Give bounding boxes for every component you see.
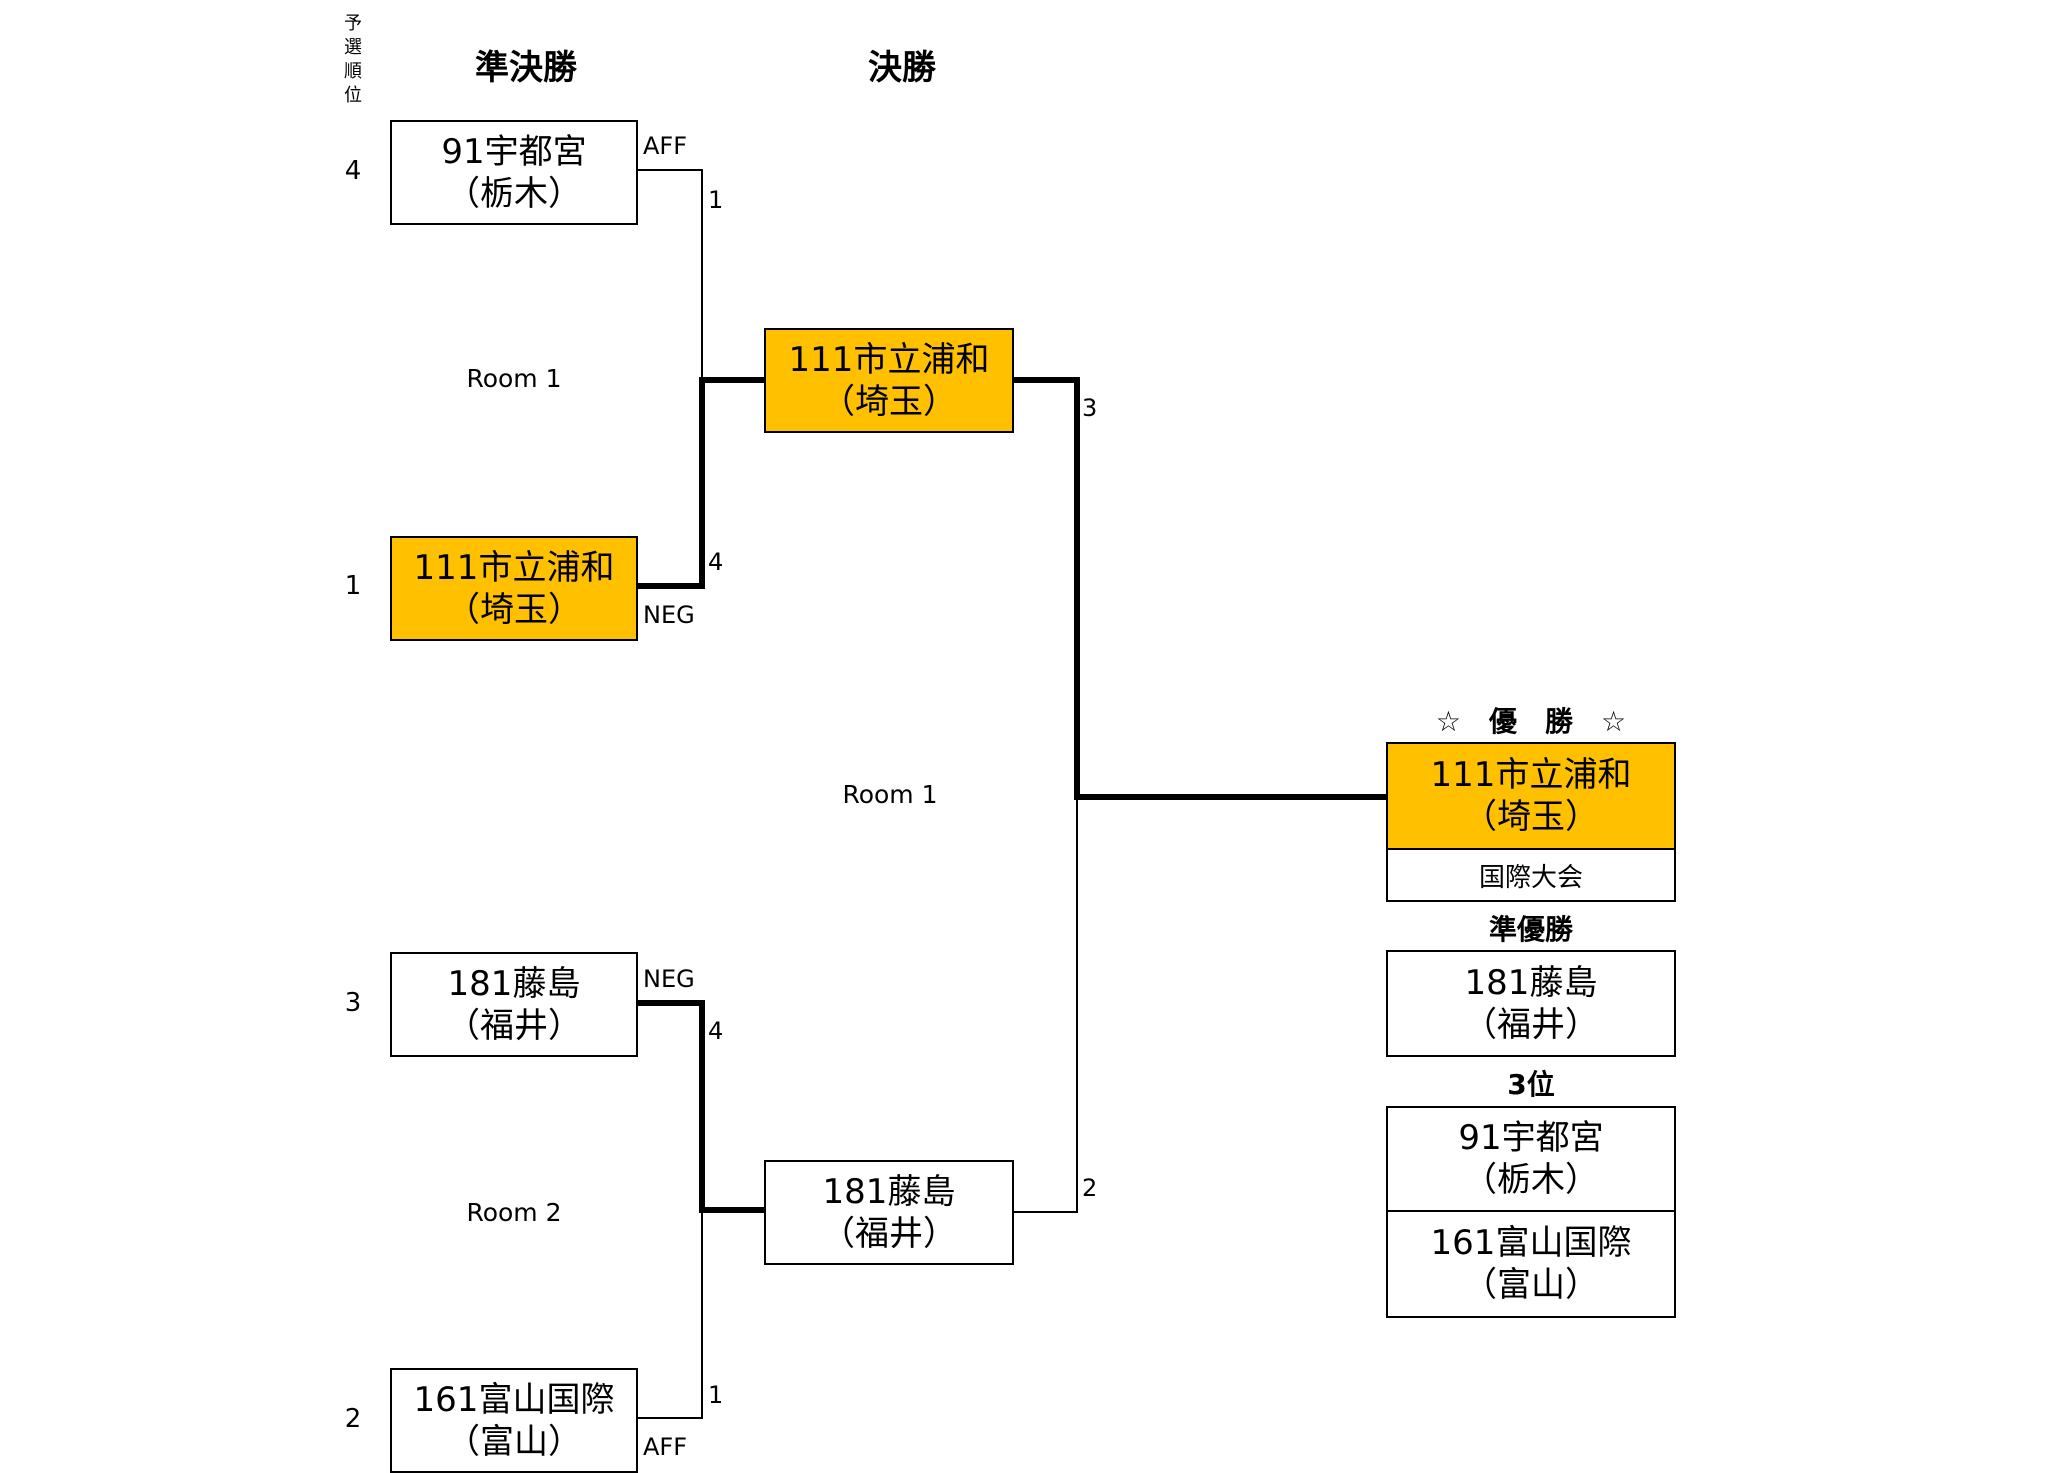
team-prefecture: （福井） xyxy=(821,1213,957,1254)
room-label: Room 2 xyxy=(466,1198,562,1227)
team-name: 181藤島 xyxy=(1464,962,1598,1003)
team-name: 181藤島 xyxy=(822,1171,956,1212)
score-label: 2 xyxy=(1082,1174,1098,1202)
runner-up-box: 181藤島 （福井） xyxy=(1386,950,1676,1057)
room-label: Room 1 xyxy=(842,780,938,809)
semifinal-team-box: 161富山国際 （富山） xyxy=(390,1368,638,1473)
team-prefecture: （富山） xyxy=(446,1421,582,1462)
semifinal-team-box: 181藤島 （福井） xyxy=(390,952,638,1057)
bracket-line-semi2-winner xyxy=(634,1000,766,1213)
team-name: 91宇都宮 xyxy=(1458,1118,1604,1158)
third-place-label: 3位 xyxy=(1507,1068,1555,1101)
champion-label: ☆ 優 勝 ☆ xyxy=(1435,705,1627,738)
room-label: Room 1 xyxy=(466,364,562,393)
bracket-line-final-winner xyxy=(1014,377,1390,800)
bracket-line-semi1-loser xyxy=(634,169,703,380)
third-place-box: 91宇都宮 （栃木） xyxy=(1386,1106,1676,1212)
team-prefecture: （埼玉） xyxy=(446,589,582,630)
team-name: 111市立浦和 xyxy=(413,547,615,588)
seed-rank: 1 xyxy=(344,571,362,601)
seed-heading: 予選順位 xyxy=(344,13,362,106)
team-prefecture: （栃木） xyxy=(446,173,582,214)
seed-rank: 2 xyxy=(344,1404,362,1434)
third-place-box: 161富山国際 （富山） xyxy=(1386,1210,1676,1318)
seed-rank: 3 xyxy=(344,988,362,1018)
team-name: 161富山国際 xyxy=(1430,1223,1632,1263)
semifinal-heading: 準決勝 xyxy=(475,48,577,88)
runner-up-label: 準優勝 xyxy=(1488,913,1573,946)
score-label: 1 xyxy=(708,1381,724,1409)
score-label: 1 xyxy=(708,186,724,214)
side-label: NEG xyxy=(643,601,695,629)
final-team-box: 181藤島 （福井） xyxy=(764,1160,1014,1265)
score-label: 4 xyxy=(708,1017,724,1045)
semifinal-team-box: 91宇都宮 （栃木） xyxy=(390,120,638,225)
semifinal-team-box-winner: 111市立浦和 （埼玉） xyxy=(390,536,638,641)
team-prefecture: （福井） xyxy=(1463,1004,1599,1045)
team-prefecture: （富山） xyxy=(1463,1265,1599,1305)
team-prefecture: （福井） xyxy=(446,1005,582,1046)
team-name: 111市立浦和 xyxy=(788,339,990,380)
side-label: NEG xyxy=(643,965,695,993)
team-prefecture: （埼玉） xyxy=(1463,797,1599,837)
score-label: 4 xyxy=(708,548,724,576)
team-prefecture: （栃木） xyxy=(1463,1160,1599,1200)
side-label: AFF xyxy=(643,1433,688,1461)
seed-rank: 4 xyxy=(344,156,362,186)
bracket-line-semi2-loser xyxy=(634,1210,703,1419)
champion-note: 国際大会 xyxy=(1386,850,1676,902)
team-name: 111市立浦和 xyxy=(1430,755,1632,795)
score-label: 3 xyxy=(1082,394,1098,422)
bracket-line-semi1-winner xyxy=(634,377,766,589)
team-name: 91宇都宮 xyxy=(441,131,587,172)
champion-box: 111市立浦和 （埼玉） xyxy=(1386,742,1676,850)
final-heading: 決勝 xyxy=(868,48,936,88)
team-name: 181藤島 xyxy=(447,963,581,1004)
team-prefecture: （埼玉） xyxy=(821,381,957,422)
bracket-line-final-loser xyxy=(1014,797,1078,1213)
final-team-box-winner: 111市立浦和 （埼玉） xyxy=(764,328,1014,433)
team-name: 161富山国際 xyxy=(413,1379,615,1420)
side-label: AFF xyxy=(643,132,688,160)
